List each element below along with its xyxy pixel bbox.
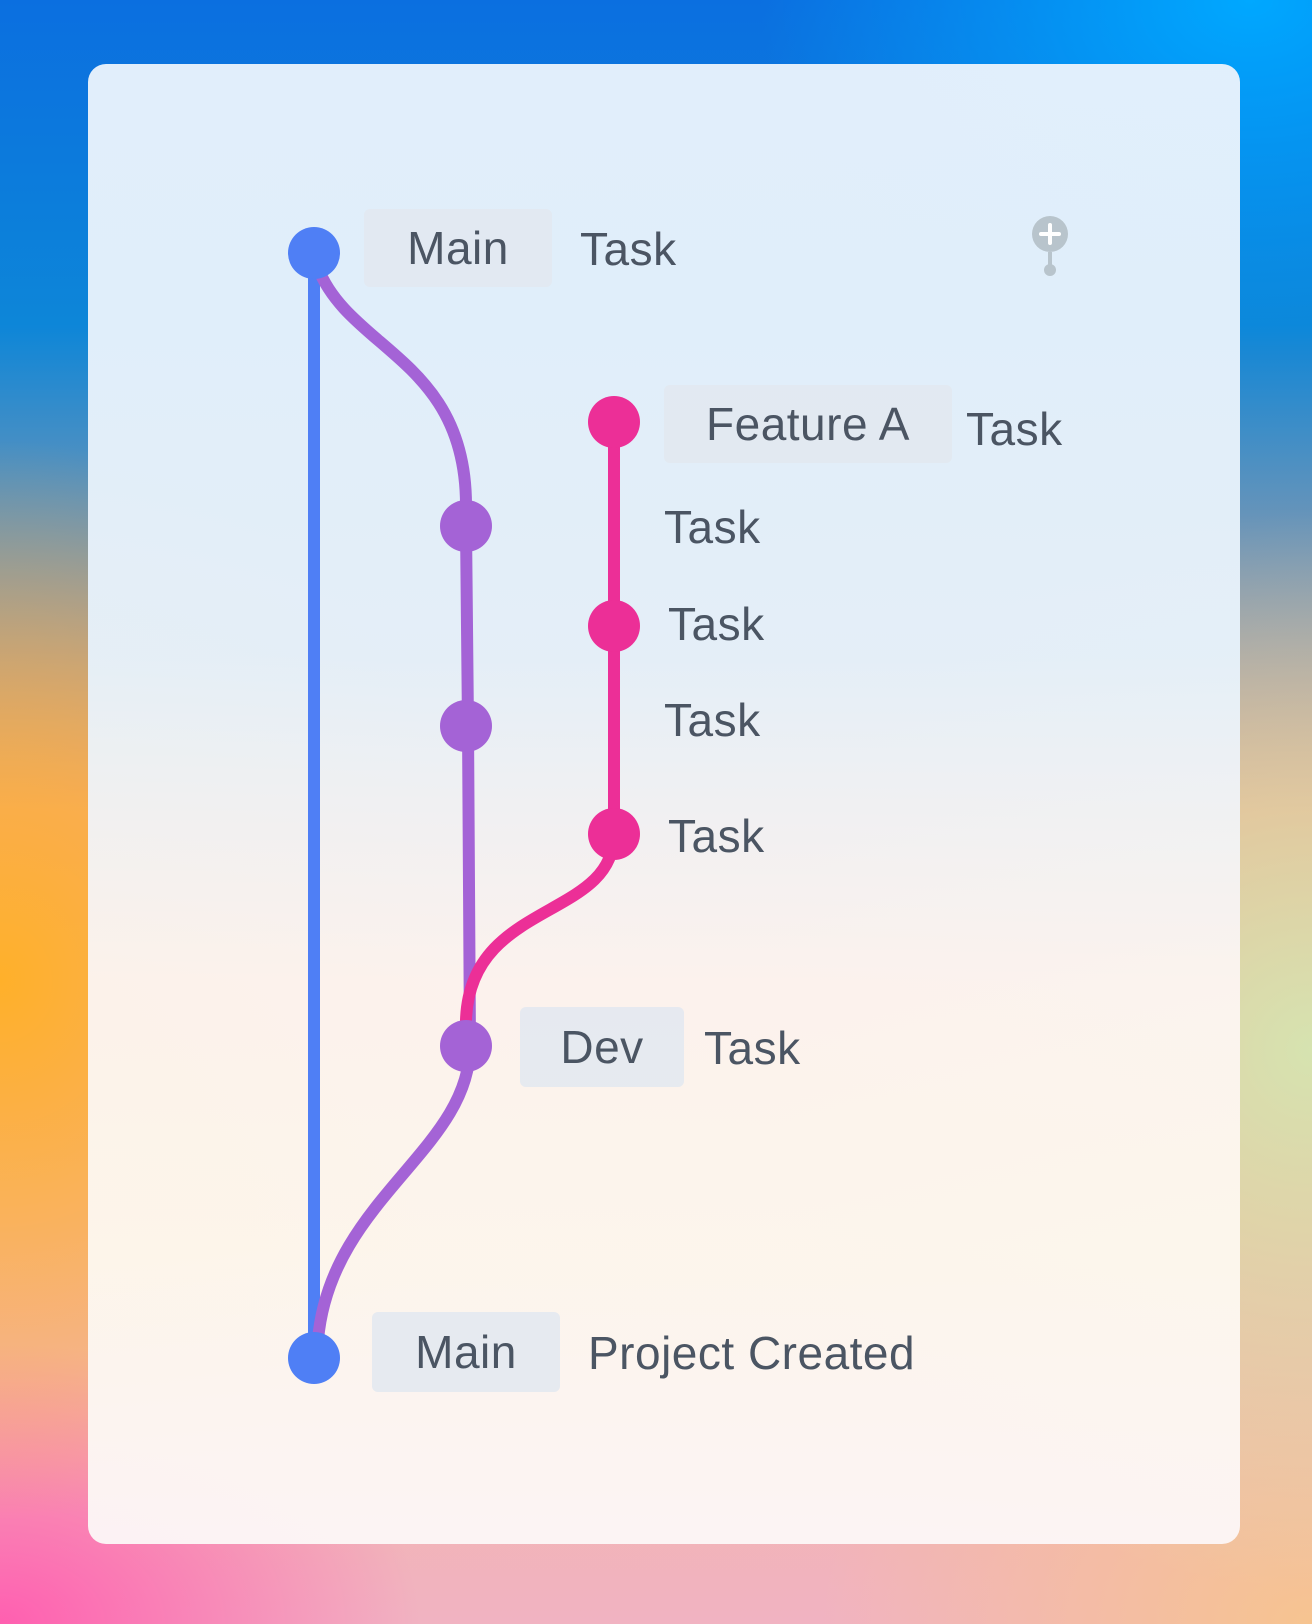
dev-node[interactable] [440,500,492,552]
commit-label: Task [664,501,761,553]
feature-merge-line [460,828,620,1026]
commit-label: Task [966,403,1063,455]
branch-badge-dev: Dev [520,1007,684,1087]
feature-node[interactable] [588,600,640,652]
feature-node[interactable] [588,396,640,448]
commit-label: Task [580,223,677,275]
branch-badge-main: Main [364,209,552,287]
feature-node[interactable] [588,808,640,860]
commit-label: Task [664,694,761,746]
commit-label: Task [668,810,765,862]
main-top-node[interactable] [288,227,340,279]
dev-merge-node[interactable] [440,1020,492,1072]
add-branch-icon[interactable] [1028,214,1072,280]
dev-branch-line [312,262,477,1346]
dev-node[interactable] [440,700,492,752]
commit-label: Task [668,598,765,650]
diagram-card [88,64,1240,1544]
commit-label: Task [704,1022,801,1074]
commit-label: Project Created [588,1327,916,1379]
branch-badge-feature-a: Feature A [664,385,952,463]
main-bottom-node[interactable] [288,1332,340,1384]
branch-badge-main: Main [372,1312,560,1392]
